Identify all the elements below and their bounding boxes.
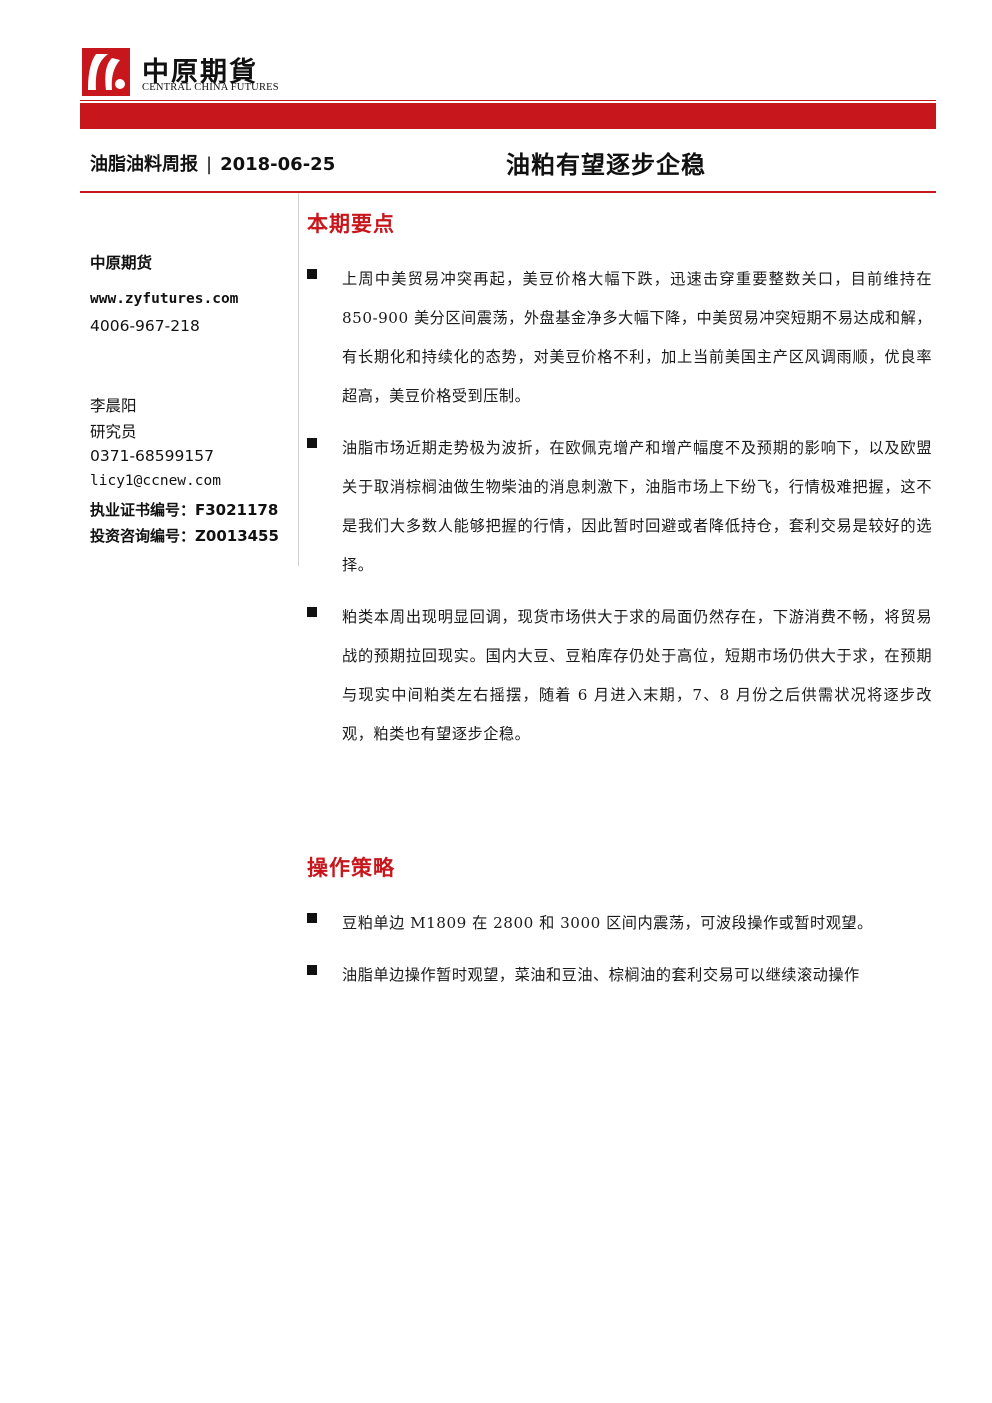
sidebar-analyst-name: 李晨阳 bbox=[90, 397, 137, 415]
logo-mark-icon bbox=[82, 48, 130, 96]
logo-english-text: CENTRAL CHINA FUTURES bbox=[142, 82, 279, 93]
report-type: 油脂油料周报 bbox=[90, 154, 198, 175]
sidebar-company: 中原期货 bbox=[90, 254, 153, 272]
page-title: 油粕有望逐步企稳 bbox=[506, 151, 706, 179]
report-meta: 油脂油料周报 | 2018-06-25 bbox=[90, 150, 335, 176]
strategy-text: 油脂单边操作暂时观望，菜油和豆油、棕榈油的套利交易可以继续滚动操作 bbox=[342, 966, 860, 984]
bullet-square-icon bbox=[307, 913, 317, 923]
report-date: 2018-06-25 bbox=[220, 154, 336, 175]
sidebar-phone: 0371-68599157 bbox=[90, 447, 214, 465]
bullet-square-icon bbox=[307, 607, 317, 617]
company-logo: 中原期貨 CENTRAL CHINA FUTURES bbox=[82, 48, 302, 98]
sidebar-license: 执业证书编号：F3021178 bbox=[90, 501, 279, 519]
strategy-text: 豆粕单边 M1809 在 2800 和 3000 区间内震荡，可波段操作或暂时观… bbox=[342, 914, 873, 932]
bullet-square-icon bbox=[307, 269, 317, 279]
key-point-text: 油脂市场近期走势极为波折，在欧佩克增产和增产幅度不及预期的影响下，以及欧盟关于取… bbox=[342, 439, 932, 574]
title-rule bbox=[80, 191, 936, 193]
key-point-text: 上周中美贸易冲突再起，美豆价格大幅下跌，迅速击穿重要整数关口，目前维持在 850… bbox=[342, 270, 932, 405]
bullet-square-icon bbox=[307, 965, 317, 975]
sidebar-website: www.zyfutures.com bbox=[90, 291, 239, 307]
strategy-heading: 操作策略 bbox=[307, 856, 395, 880]
header-red-bar bbox=[80, 103, 936, 129]
header-thin-rule bbox=[80, 100, 936, 101]
sidebar-email: licy1@ccnew.com bbox=[90, 473, 221, 489]
sidebar-hotline: 4006-967-218 bbox=[90, 317, 200, 335]
key-points-heading: 本期要点 bbox=[307, 212, 395, 236]
logo-chinese-text: 中原期貨 bbox=[142, 57, 258, 88]
sidebar-analyst-role: 研究员 bbox=[90, 423, 137, 441]
sidebar-divider bbox=[298, 193, 299, 566]
sidebar-consult: 投资咨询编号：Z0013455 bbox=[90, 527, 279, 545]
key-point-text: 粕类本周出现明显回调，现货市场供大于求的局面仍然存在，下游消费不畅，将贸易战的预… bbox=[342, 608, 932, 743]
bullet-square-icon bbox=[307, 438, 317, 448]
report-separator: | bbox=[206, 154, 213, 175]
